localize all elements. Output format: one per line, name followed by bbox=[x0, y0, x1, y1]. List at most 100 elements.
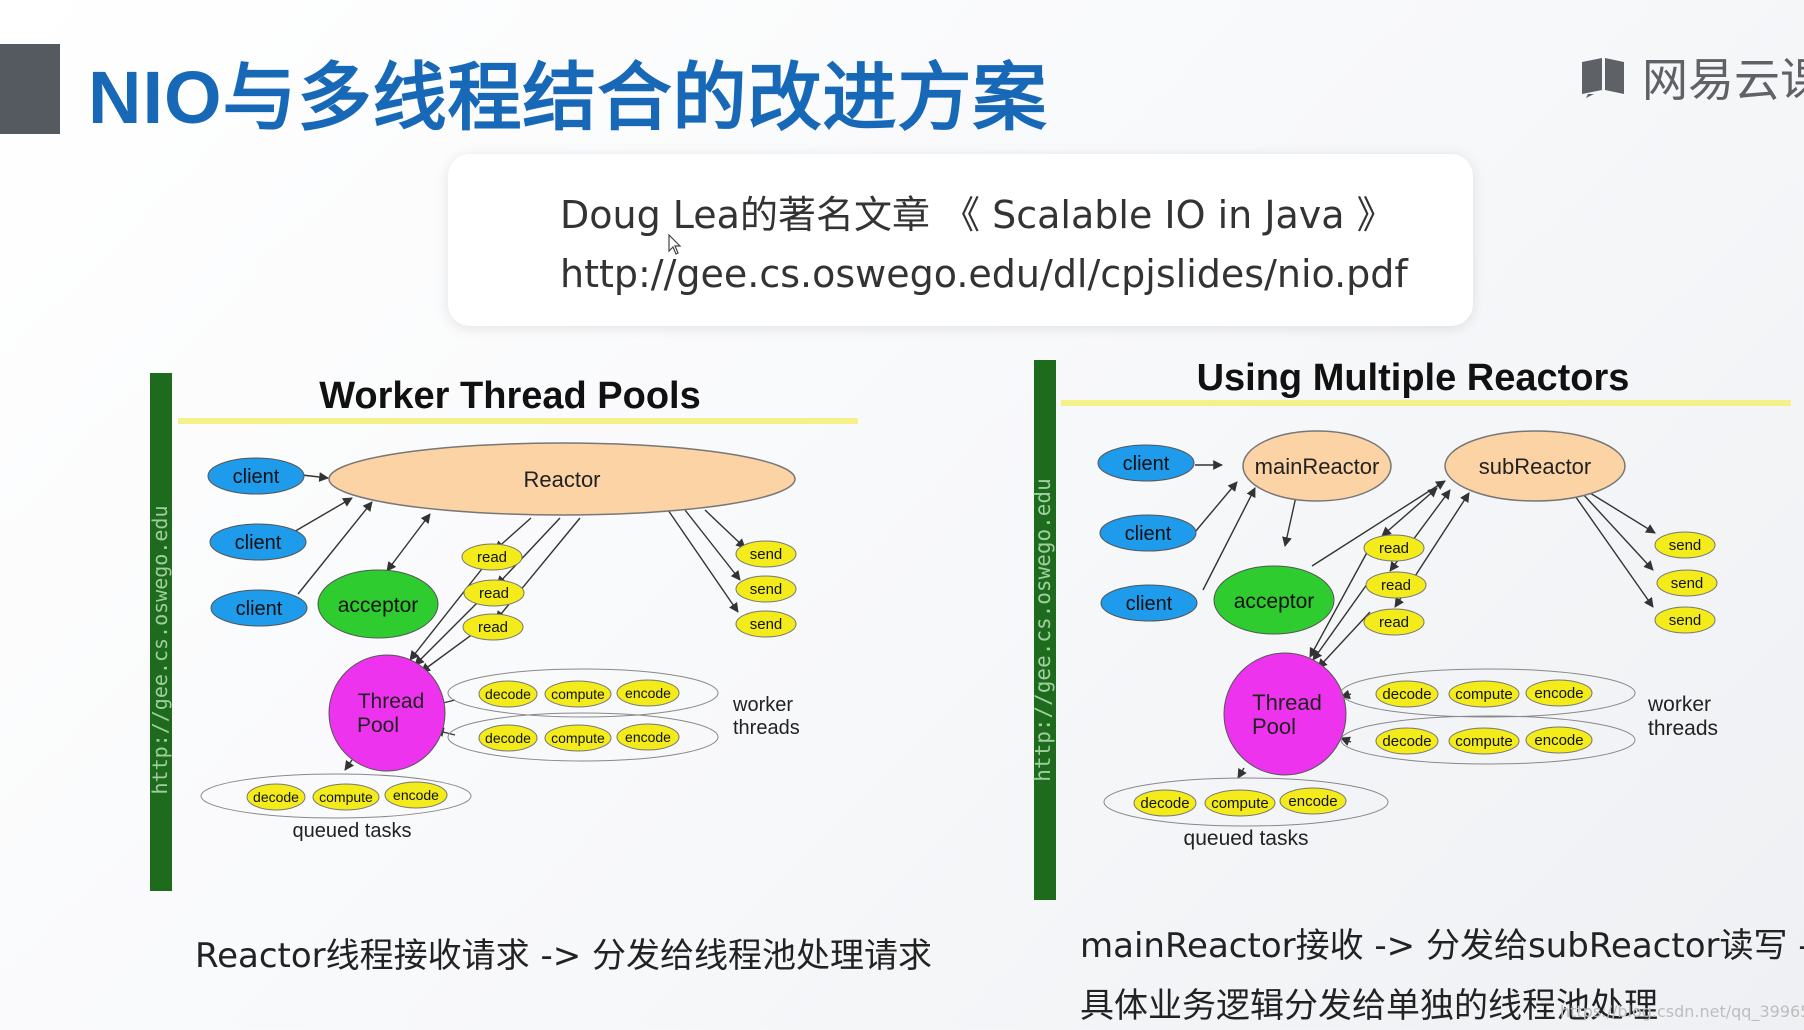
task-label: compute bbox=[1455, 686, 1513, 703]
main-reactor-label: mainReactor bbox=[1255, 454, 1380, 479]
mouse-cursor-icon bbox=[668, 234, 682, 255]
worker-label: worker bbox=[1647, 693, 1711, 716]
client-node bbox=[1100, 584, 1198, 622]
read-nodes: read read read bbox=[461, 543, 525, 641]
worker-label: threads bbox=[1648, 717, 1718, 740]
task-label: decode bbox=[253, 789, 299, 805]
queued-row-outline bbox=[200, 773, 472, 819]
caption-left: Reactor线程接收请求 -> 分发给线程池处理请求 bbox=[195, 936, 933, 976]
side-bar bbox=[150, 373, 172, 891]
task-node bbox=[1204, 789, 1276, 817]
task-label: compute bbox=[319, 789, 373, 805]
thread-pool-label: Thread bbox=[358, 690, 425, 713]
brand-logo: 网易云课 bbox=[1578, 44, 1804, 110]
title-underline bbox=[1061, 400, 1791, 406]
watermark: https://blog.csdn.net/qq_39965800 bbox=[1560, 1002, 1804, 1021]
read-node bbox=[461, 543, 523, 571]
diagram-title: Using Multiple Reactors bbox=[1197, 357, 1630, 399]
reactor-node bbox=[328, 442, 796, 516]
send-label: send bbox=[1669, 612, 1702, 629]
read-node bbox=[1365, 571, 1427, 599]
read-label: read bbox=[1381, 577, 1411, 594]
send-node bbox=[1654, 531, 1716, 559]
title-underline bbox=[178, 418, 858, 424]
reference-title: Doug Lea的著名文章 《 Scalable IO in Java 》 bbox=[560, 193, 1395, 237]
client-label: client bbox=[1123, 453, 1170, 475]
task-node bbox=[1133, 789, 1197, 817]
client-node bbox=[1099, 514, 1197, 552]
reference-url[interactable]: http://gee.cs.oswego.edu/dl/cpjslides/ni… bbox=[560, 252, 1408, 296]
queued-task-row: decode compute encode bbox=[200, 773, 472, 819]
task-node bbox=[1279, 787, 1347, 815]
brand-book-icon bbox=[1582, 58, 1624, 98]
send-label: send bbox=[750, 616, 783, 633]
client-label: client bbox=[1126, 593, 1173, 615]
thread-pool-label: Pool bbox=[357, 714, 399, 737]
task-label: encode bbox=[1534, 732, 1583, 749]
diagram-title: Worker Thread Pools bbox=[319, 375, 701, 417]
worker-row-outline bbox=[1340, 668, 1636, 718]
send-label: send bbox=[1671, 575, 1704, 592]
worker-row-outline bbox=[447, 712, 719, 762]
read-node bbox=[1363, 608, 1425, 636]
client-label: client bbox=[235, 532, 282, 554]
worker-label: worker bbox=[732, 694, 793, 716]
task-label: decode bbox=[485, 730, 531, 746]
task-label: encode bbox=[625, 685, 671, 701]
reactor-label: Reactor bbox=[523, 467, 600, 492]
client-node bbox=[209, 523, 307, 561]
task-label: encode bbox=[1534, 685, 1583, 702]
client-nodes: client client client bbox=[207, 457, 308, 627]
task-label: compute bbox=[551, 730, 605, 746]
task-node bbox=[1375, 680, 1439, 708]
task-label: compute bbox=[551, 686, 605, 702]
reference-card: Doug Lea的著名文章 《 Scalable IO in Java 》 ht… bbox=[448, 154, 1473, 326]
send-label: send bbox=[1669, 537, 1702, 554]
side-bar bbox=[1034, 360, 1056, 900]
task-label: compute bbox=[1211, 795, 1269, 812]
sub-reactor-label: subReactor bbox=[1479, 454, 1592, 479]
send-label: send bbox=[750, 546, 783, 563]
task-node bbox=[246, 783, 306, 811]
queued-tasks-label: queued tasks bbox=[293, 820, 412, 842]
task-node bbox=[384, 781, 448, 809]
brand-name: 网易云课 bbox=[1642, 53, 1804, 107]
task-node bbox=[1375, 727, 1439, 755]
side-url-label: http://gee.cs.oswego.edu bbox=[1031, 478, 1055, 781]
thread-pool-label: Thread bbox=[1252, 690, 1322, 715]
worker-thread-row: decode compute encode bbox=[1340, 715, 1636, 765]
task-node bbox=[478, 680, 538, 708]
acceptor-node bbox=[1213, 565, 1335, 635]
client-label: client bbox=[1125, 523, 1172, 545]
send-node bbox=[735, 575, 797, 603]
read-label: read bbox=[479, 585, 509, 602]
multiple-reactors-diagram: http://gee.cs.oswego.edu Using Multiple … bbox=[1031, 357, 1791, 900]
task-node bbox=[544, 724, 612, 752]
task-label: decode bbox=[1140, 795, 1189, 812]
task-node bbox=[616, 723, 680, 751]
send-label: send bbox=[750, 581, 783, 598]
client-nodes: client client client bbox=[1097, 444, 1198, 622]
read-label: read bbox=[1379, 614, 1409, 631]
caption-right-line2: 具体业务逻辑分发给单独的线程池处理 bbox=[1080, 986, 1658, 1026]
send-nodes: send send send bbox=[735, 540, 797, 638]
worker-thread-pools-diagram: http://gee.cs.oswego.edu Worker Thread P… bbox=[148, 373, 858, 891]
acceptor-label: acceptor bbox=[338, 594, 419, 617]
task-label: decode bbox=[1382, 733, 1431, 750]
acceptor-node bbox=[317, 569, 439, 639]
task-node bbox=[1525, 679, 1593, 707]
arrows bbox=[1194, 460, 1656, 779]
client-label: client bbox=[233, 466, 280, 488]
task-label: encode bbox=[393, 787, 439, 803]
worker-row-outline bbox=[447, 668, 719, 718]
thread-pool-label: Pool bbox=[1252, 714, 1296, 739]
send-node bbox=[1656, 569, 1718, 597]
task-label: decode bbox=[485, 686, 531, 702]
read-label: read bbox=[477, 549, 507, 566]
worker-thread-row: decode compute encode bbox=[447, 668, 719, 718]
queued-tasks-label: queued tasks bbox=[1184, 827, 1309, 850]
send-node bbox=[735, 540, 797, 568]
send-node bbox=[1654, 606, 1716, 634]
worker-row-outline bbox=[1340, 715, 1636, 765]
main-reactor-node bbox=[1242, 430, 1392, 502]
